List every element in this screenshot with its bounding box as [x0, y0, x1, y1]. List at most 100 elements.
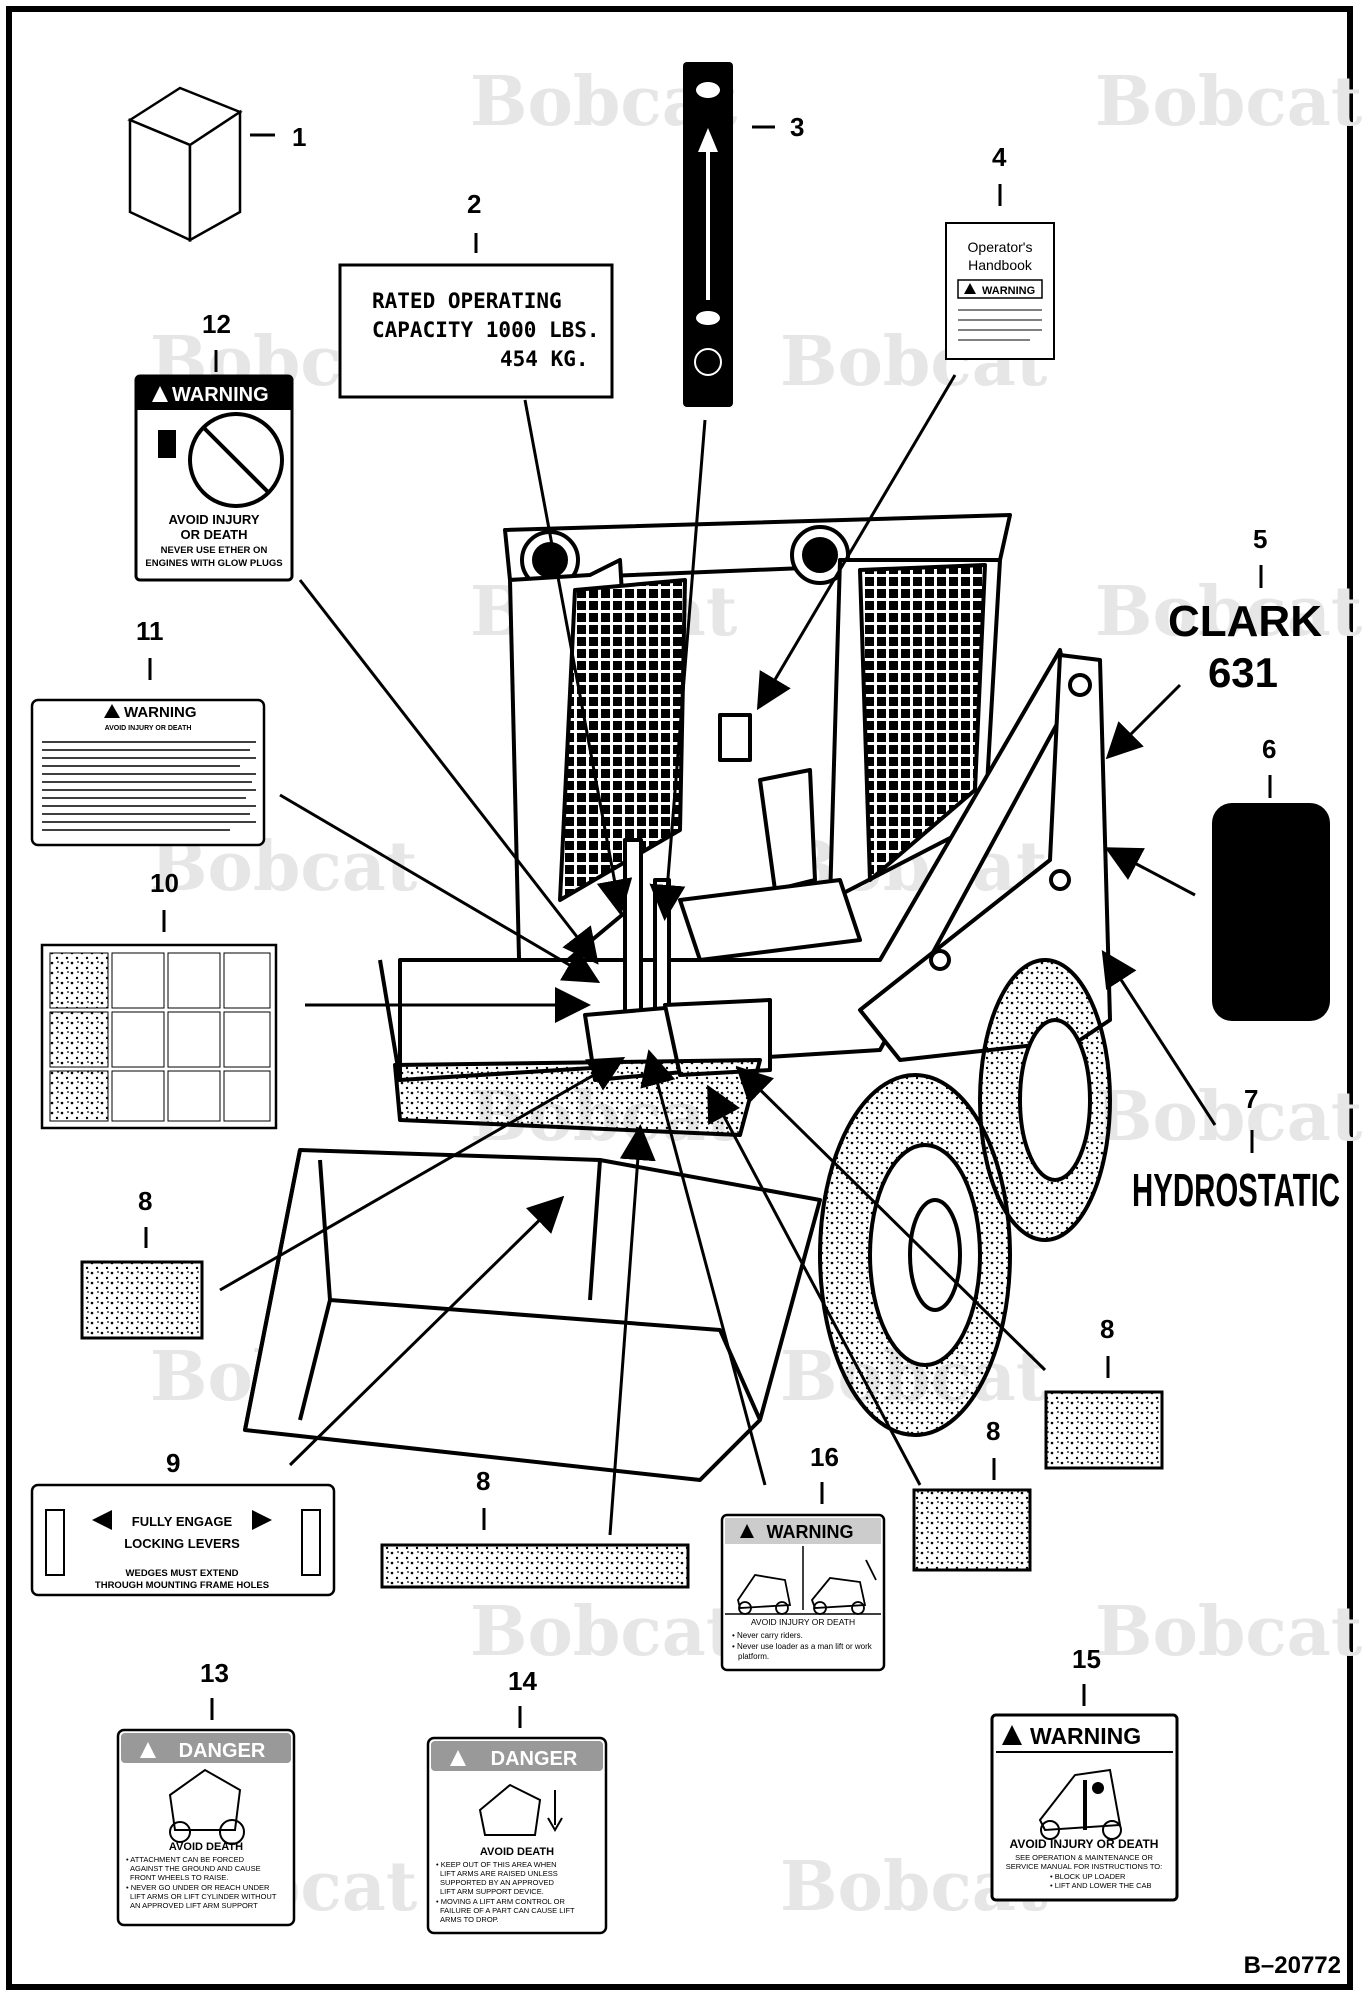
tachometer-icon	[694, 348, 722, 376]
watermark: Bobcat	[1095, 572, 1363, 652]
decal-14-b7: ARMS TO DROP.	[440, 1915, 499, 1924]
warning-triangle-icon	[450, 1750, 466, 1766]
decal-5-brand: CLARK	[1168, 597, 1322, 646]
decal-13-b5: LIFT ARMS OR LIFT CYLINDER WITHOUT	[130, 1892, 277, 1901]
decal-13-b2: AGAINST THE GROUND AND CAUSE	[130, 1864, 261, 1873]
warning-triangle-icon	[104, 704, 120, 718]
rabbit-icon	[696, 82, 720, 98]
arrow-right-icon	[252, 1510, 272, 1530]
decal-8-tread-pad	[1044, 1390, 1164, 1470]
decal-15-sub: AVOID INJURY OR DEATH	[1010, 1837, 1159, 1851]
decal-8-tread-strip	[380, 1543, 690, 1589]
decal-3-throttle-strip	[683, 62, 733, 407]
decal-12-line1: AVOID INJURY	[168, 512, 259, 527]
warning-triangle-icon	[740, 1524, 754, 1538]
decal-11-header: WARNING	[124, 704, 197, 721]
decal-13-sub: AVOID DEATH	[169, 1841, 243, 1853]
decal-15-header: WARNING	[1030, 1723, 1141, 1749]
decal-16-warning-riders: WARNING AVOID INJURY OR DEATH • Never ca…	[720, 1513, 886, 1672]
watermark: Bobcat	[1095, 1592, 1363, 1672]
decal-11-sub: AVOID INJURY OR DEATH	[105, 725, 192, 732]
decal-5-model: 631	[1208, 649, 1278, 696]
decal-14-sub: AVOID DEATH	[480, 1846, 554, 1858]
decal-15-b4: • LIFT AND LOWER THE CAB	[1050, 1881, 1152, 1890]
decal-5-model-name: CLARK 631	[1168, 597, 1322, 696]
watermark: Bobcat	[1095, 62, 1363, 142]
callout-7: 7	[1244, 1084, 1258, 1114]
decal-16-sub: AVOID INJURY OR DEATH	[751, 1617, 855, 1627]
decal-8-tread-pad	[80, 1260, 204, 1340]
handbook-title-2: Handbook	[968, 257, 1033, 273]
decal-16-b3: platform.	[738, 1652, 769, 1661]
decal-16-b1: • Never carry riders.	[732, 1631, 803, 1640]
decal-8-tread-pad	[912, 1488, 1032, 1572]
decal-2-line1: RATED OPERATING	[372, 289, 562, 313]
decal-2-line3: 454 KG.	[500, 347, 589, 371]
decal-13-b1: • ATTACHMENT CAN BE FORCED	[126, 1855, 245, 1864]
decal-4-operators-handbook: Operator's Handbook WARNING	[945, 222, 1055, 360]
decal-13-b6: AN APPROVED LIFT ARM SUPPORT	[130, 1901, 258, 1910]
callout-10: 10	[150, 868, 179, 898]
callout-8: 8	[1100, 1314, 1114, 1344]
decal-15-b2: SERVICE MANUAL FOR INSTRUCTIONS TO:	[1006, 1862, 1162, 1871]
callout-11: 11	[136, 616, 164, 646]
leader-lines	[219, 374, 1217, 1536]
decal-15-b3: • BLOCK UP LOADER	[1050, 1872, 1126, 1881]
decal-15-b1: SEE OPERATION & MAINTENANCE OR	[1015, 1853, 1153, 1862]
callout-4: 4	[992, 142, 1007, 172]
no-ether-icon	[188, 412, 284, 508]
decal-14-b4: LIFT ARM SUPPORT DEVICE.	[440, 1887, 544, 1896]
decal-11-general-warning: WARNING AVOID INJURY OR DEATH	[30, 698, 266, 847]
decal-14-b5: • MOVING A LIFT ARM CONTROL OR	[436, 1897, 565, 1906]
watermark: Bobcat	[470, 1592, 738, 1672]
callout-13: 13	[200, 1658, 229, 1688]
callout-8: 8	[476, 1466, 490, 1496]
decal-12-ether-warning: WARNING AVOID INJURY OR DEATH NEVER USE …	[134, 374, 294, 582]
decal-14-b1: • KEEP OUT OF THIS AREA WHEN	[436, 1860, 557, 1869]
callout-12: 12	[202, 309, 231, 339]
turtle-icon	[696, 311, 720, 325]
decal-9-locking-levers: FULLY ENGAGE LOCKING LEVERS WEDGES MUST …	[30, 1483, 336, 1597]
callout-2: 2	[467, 189, 481, 219]
decal-14-b6: FAILURE OF A PART CAN CAUSE LIFT	[440, 1906, 575, 1915]
decal-2-rated-capacity: RATED OPERATING CAPACITY 1000 LBS. 454 K…	[338, 263, 614, 399]
decal-15-warning-cab: WARNING AVOID INJURY OR DEATH SEE OPERAT…	[990, 1713, 1179, 1902]
warning-triangle-icon	[152, 386, 168, 402]
arrow-left-icon	[92, 1510, 112, 1530]
handbook-title-1: Operator's	[968, 239, 1033, 255]
warning-triangle-icon	[964, 283, 976, 294]
decal-12-line2: OR DEATH	[181, 527, 248, 542]
callout-16: 16	[810, 1442, 839, 1472]
decal-7-hydrostatic: HYDROSTATIC	[1132, 1164, 1340, 1216]
decal-12-line4: ENGINES WITH GLOW PLUGS	[145, 558, 282, 569]
arrow-up-icon	[698, 128, 718, 152]
decal-2-line2: CAPACITY 1000 LBS.	[372, 318, 600, 342]
decal-9-line2: LOCKING LEVERS	[124, 1536, 240, 1551]
decal-14-danger-lift-arm: DANGER AVOID DEATH • KEEP OUT OF THIS AR…	[426, 1736, 608, 1935]
callout-14: 14	[508, 1666, 537, 1696]
decal-9-line1: FULLY ENGAGE	[132, 1514, 233, 1529]
decal-16-header: WARNING	[767, 1522, 854, 1542]
decal-9-line3: WEDGES MUST EXTEND	[126, 1568, 239, 1579]
callout-8: 8	[986, 1416, 1000, 1446]
handbook-warning: WARNING	[982, 285, 1035, 297]
warning-triangle-icon	[140, 1742, 156, 1758]
callout-8: 8	[138, 1186, 152, 1216]
decal-1-kit-box	[127, 86, 243, 243]
callout-5: 5	[1253, 524, 1267, 554]
decal-13-danger-attachment: DANGER AVOID DEATH • ATTACHMENT CAN BE F…	[116, 1728, 296, 1927]
decal-13-b4: • NEVER GO UNDER OR REACH UNDER	[126, 1883, 270, 1892]
decal-12-header: WARNING	[172, 384, 269, 406]
decal-14-header: DANGER	[491, 1748, 578, 1770]
diagram-frame	[6, 6, 1353, 1990]
decal-14-b3: SUPPORTED BY AN APPROVED	[440, 1878, 555, 1887]
decal-14-b2: LIFT ARMS ARE RAISED UNLESS	[440, 1869, 558, 1878]
callout-6: 6	[1262, 734, 1276, 764]
callout-1: 1	[292, 122, 306, 152]
warning-triangle-icon	[1002, 1725, 1022, 1745]
decal-6-black-panel	[1212, 803, 1330, 1021]
callout-9: 9	[166, 1448, 180, 1478]
decal-13-b3: FRONT WHEELS TO RAISE.	[130, 1873, 228, 1882]
decal-13-header: DANGER	[179, 1740, 266, 1762]
